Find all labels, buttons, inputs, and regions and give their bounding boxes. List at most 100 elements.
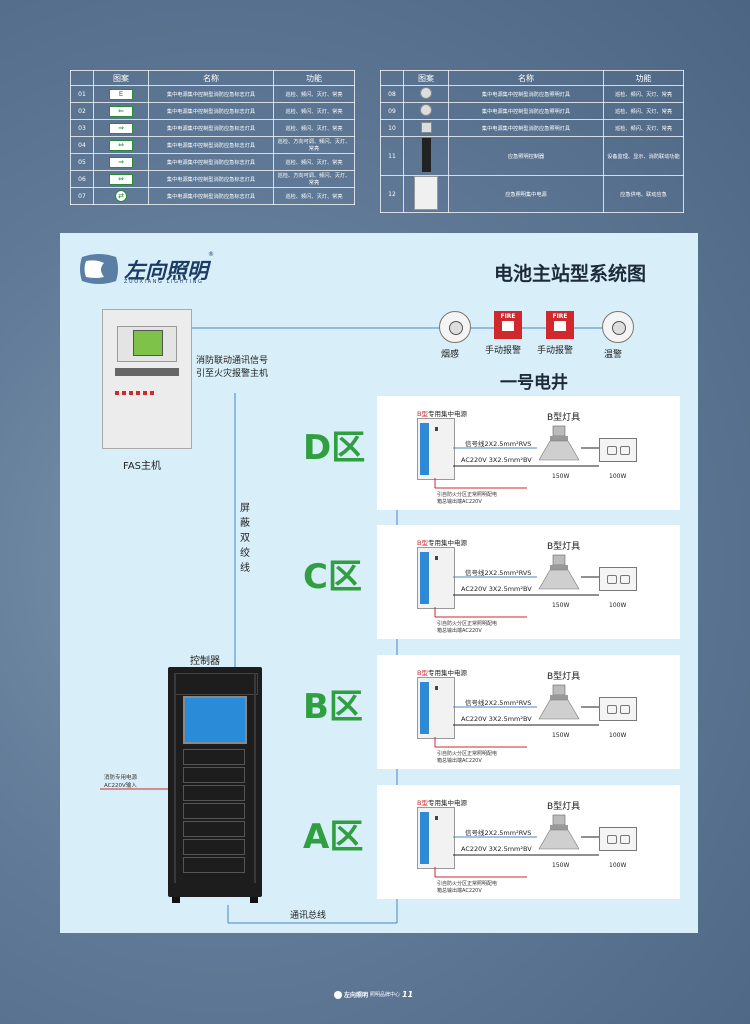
legend-row-function: 巡检、方向可调、频闪、灭灯、常亮 — [273, 170, 355, 188]
brand-logo-icon — [78, 253, 120, 285]
controller-icon — [421, 138, 431, 172]
legend-row-num: 10 — [380, 119, 404, 137]
legend-header-name: 名称 — [448, 70, 604, 86]
power-line-label: AC220V 3X2.5mm²BV — [461, 715, 532, 723]
legend-row-pattern: ⇒ — [93, 119, 149, 137]
fas-host — [102, 309, 192, 449]
power-input-line2: AC220V输入 — [104, 783, 137, 789]
zone-wiring — [434, 576, 599, 618]
legend-row-name: 集中电源集中控制型消防应急标志灯具 — [148, 153, 274, 171]
shaft-label: 一号电井 — [500, 373, 568, 393]
psu-title: B型专用集中电源 — [417, 799, 467, 807]
detector-1: 烟感 — [435, 311, 475, 360]
zone-label: A区 — [303, 817, 364, 857]
legend-row-name: 集中电源集中控制型消防应急标志灯具 — [148, 187, 274, 205]
panel-wattage: 100W — [609, 732, 627, 739]
legend-row: 10 集中电源集中控制型消防应急照明灯具巡检、频闪、灭灯、常亮 — [380, 119, 684, 137]
lamp-type-label: B型灯具 — [547, 672, 581, 682]
high-bay-lamp-icon — [537, 424, 581, 464]
zone-wiring — [434, 706, 599, 748]
psu-title: B型专用集中电源 — [417, 669, 467, 677]
supply-note-line1: 引自防火分区正常照明配电 — [437, 751, 498, 757]
legend-header-num — [380, 70, 404, 86]
footer: 左向照明 照明品牌中心 11 — [334, 990, 413, 999]
legend-row-name: 集中电源集中控制型消防应急标志灯具 — [148, 119, 274, 137]
lamp-wattage: 150W — [552, 602, 570, 609]
exit-sign-icon: ⇒ — [109, 156, 133, 168]
legend-row-pattern — [403, 85, 449, 103]
lamp-wattage: 150W — [552, 473, 570, 480]
power-supply-cabinet — [417, 677, 455, 739]
legend-row-name: 集中电源集中控制型消防应急标志灯具 — [148, 102, 274, 120]
legend-row-num: 07 — [70, 187, 94, 205]
legend-row-num: 09 — [380, 102, 404, 120]
supply-note-line1: 引自防火分区正常照明配电 — [437, 881, 498, 887]
legend-header-pattern: 图案 — [403, 70, 449, 86]
panel-wattage: 100W — [609, 473, 627, 480]
legend-row-function: 巡检、频闪、灭灯、常亮 — [603, 102, 684, 120]
legend-row-name: 集中电源集中控制型消防应急标志灯具 — [148, 136, 274, 154]
legend-row-pattern: E — [93, 85, 149, 103]
exit-sign-icon: ⇔ — [109, 173, 133, 185]
brand-registered: ® — [208, 251, 214, 258]
lamp-type-label: B型灯具 — [547, 542, 581, 552]
exit-sign-icon: ⇔ — [109, 139, 133, 151]
panel-wattage: 100W — [609, 862, 627, 869]
legend-row-pattern: ⇔ — [93, 170, 149, 188]
legend-row-name: 集中电源集中控制型消防应急照明灯具 — [448, 119, 604, 137]
legend-row-name: 集中电源集中控制型消防应急照明灯具 — [448, 102, 604, 120]
emergency-panel-light-icon — [599, 697, 637, 721]
zone-card: B型专用集中电源 B型灯具信号线2X2.5mm²RVS AC220V 3X2.5mm… — [377, 655, 680, 769]
legend-row-num: 03 — [70, 119, 94, 137]
legend-header-function: 功能 — [273, 70, 355, 86]
supply-note-line1: 引自防火分区正常照明配电 — [437, 621, 498, 627]
legend-row-num: 04 — [70, 136, 94, 154]
fas-signal-line1: 消防联动通讯信号 — [196, 356, 269, 366]
high-bay-lamp-icon — [537, 813, 581, 853]
legend-row-pattern: ⇐ — [93, 102, 149, 120]
legend-row-function: 巡检、频闪、灭灯、常亮 — [603, 119, 684, 137]
legend-row-num: 12 — [380, 175, 404, 213]
power-line-label: AC220V 3X2.5mm²BV — [461, 845, 532, 853]
legend-row-function: 巡检、频闪、灭灯、常亮 — [273, 102, 355, 120]
legend-row: 02⇐集中电源集中控制型消防应急标志灯具巡检、频闪、灭灯、常亮 — [70, 102, 355, 120]
legend-row-num: 02 — [70, 102, 94, 120]
legend-header-name: 名称 — [148, 70, 274, 86]
footer-text: 照明品牌中心 — [370, 992, 401, 998]
legend-row: 05⇒集中电源集中控制型消防应急标志灯具巡检、频闪、灭灯、常亮 — [70, 153, 355, 171]
smoke-detector-icon — [439, 311, 471, 343]
legend-row-name: 集中电源集中控制型消防应急标志灯具 — [148, 170, 274, 188]
power-line-label: AC220V 3X2.5mm²BV — [461, 456, 532, 464]
emergency-light-square-icon — [420, 121, 432, 133]
emergency-panel-light-icon — [599, 827, 637, 851]
detector-4: 温警 — [598, 311, 638, 360]
brand-subtitle: ZUOXIANG LIGHTING — [124, 279, 204, 285]
detector-label: 手动报警 — [536, 346, 573, 356]
zone-label: B区 — [303, 687, 363, 727]
exit-double-arrow-icon: ⇄ — [115, 190, 127, 202]
detector-label: 烟感 — [440, 350, 459, 360]
emergency-controller-cabinet — [168, 667, 262, 897]
zone-wiring — [434, 447, 599, 489]
legend-row-num: 08 — [380, 85, 404, 103]
legend-row-function: 巡检、频闪、灭灯、常亮 — [273, 153, 355, 171]
emergency-panel-light-icon — [599, 567, 637, 591]
legend-row-function: 巡检、频闪、灭灯、常亮 — [273, 187, 355, 205]
legend-row-name: 应急照明控制器 — [448, 136, 604, 176]
lamp-wattage: 150W — [552, 862, 570, 869]
signal-line-label: 信号线2X2.5mm²RVS — [465, 699, 532, 707]
exit-sign-icon: ⇒ — [109, 122, 133, 134]
footer-brand: 左向照明 — [344, 992, 369, 999]
legend-header-pattern: 图案 — [93, 70, 149, 86]
legend-row-pattern: ⇒ — [93, 153, 149, 171]
footer-logo-icon — [334, 990, 342, 999]
power-supply-cabinet — [417, 418, 455, 480]
